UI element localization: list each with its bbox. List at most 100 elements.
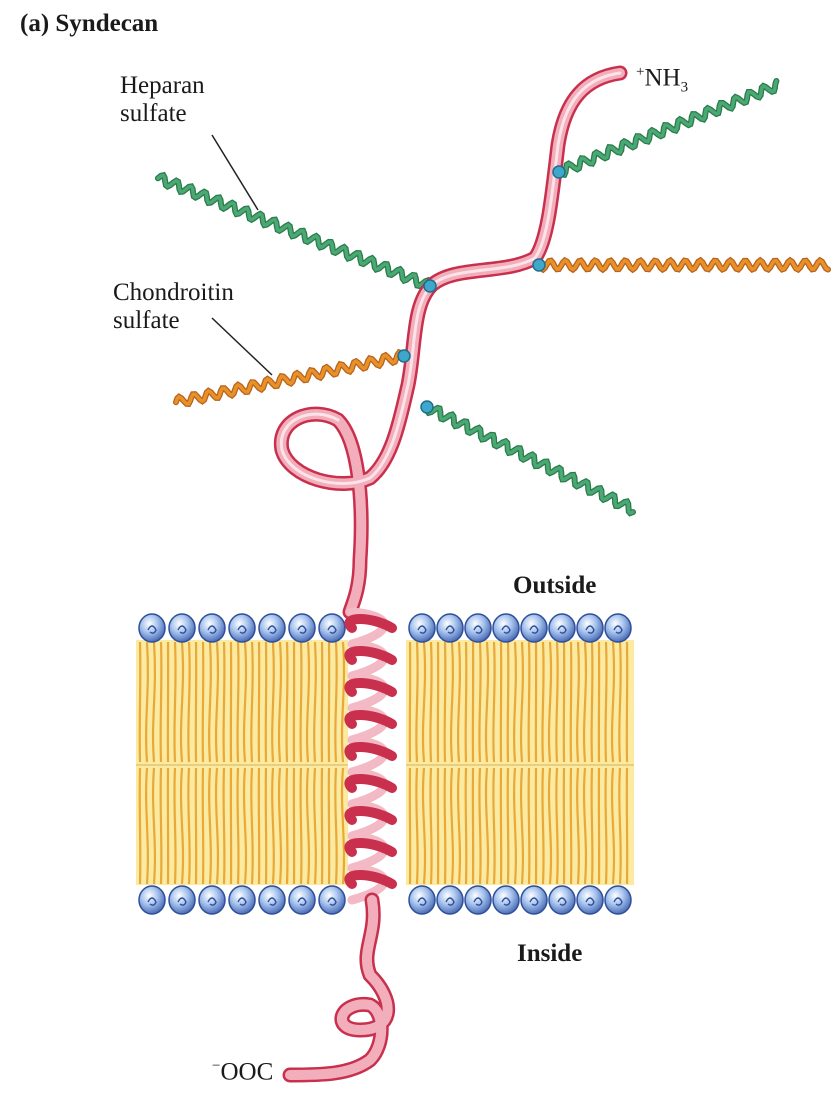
- chondroitin-label-line2: sulfate: [113, 307, 234, 335]
- figure-title: (a) Syndecan: [20, 10, 158, 38]
- lipid-head: [605, 614, 631, 642]
- lipid-head: [465, 886, 491, 914]
- lipid-head: [605, 886, 631, 914]
- lipid-head: [549, 614, 575, 642]
- helix-front-turn: [349, 619, 392, 628]
- lipid-tail: [286, 768, 287, 884]
- lipid-tail: [556, 768, 557, 884]
- helix-front-turn: [349, 811, 392, 820]
- lipid-tail: [203, 642, 204, 762]
- lipid-head: [437, 886, 463, 914]
- lipid-head: [465, 614, 491, 642]
- c-terminus-group: OOC: [220, 1058, 273, 1085]
- lipid-tail: [416, 768, 417, 884]
- lipid-head: [199, 614, 225, 642]
- helix-front-turn: [349, 683, 392, 692]
- n-terminus-subscript: 3: [681, 79, 689, 95]
- lipid-tail: [161, 642, 162, 762]
- lipid-tail: [140, 768, 141, 884]
- core-protein-body: [281, 73, 620, 612]
- c-terminus-label: −OOC: [212, 1058, 273, 1086]
- lipid-tail: [556, 642, 557, 762]
- lipid-tail: [430, 642, 431, 762]
- heparan-label-line2: sulfate: [120, 100, 205, 128]
- n-terminus-group: NH: [644, 64, 680, 91]
- n-terminus-label: +NH3: [636, 64, 688, 96]
- lipid-tail: [266, 768, 267, 884]
- lipid-tail: [479, 642, 480, 762]
- lipid-tail: [161, 768, 162, 884]
- chondroitin-sulfate-chain-fill: [176, 352, 404, 404]
- lipid-tail: [174, 642, 175, 762]
- lipid-tail: [188, 768, 189, 884]
- lipid-head: [409, 614, 435, 642]
- attachment-site: [553, 166, 565, 178]
- lipid-head: [521, 614, 547, 642]
- lipid-tail: [529, 642, 530, 762]
- lipid-tail: [445, 768, 446, 884]
- lipid-tail: [301, 642, 302, 762]
- lipid-head: [493, 614, 519, 642]
- lipid-tail: [445, 642, 446, 762]
- attachment-site: [421, 401, 433, 413]
- lipid-tail: [605, 642, 606, 762]
- lipid-tail: [542, 642, 543, 762]
- lipid-tail: [592, 768, 593, 884]
- lipid-head: [139, 886, 165, 914]
- lipid-head: [169, 886, 195, 914]
- lipid-head: [139, 614, 165, 642]
- chondroitin-sulfate-label: Chondroitin sulfate: [113, 279, 234, 335]
- lipid-head: [437, 614, 463, 642]
- lipid-tail: [266, 642, 267, 762]
- lipid-tail: [301, 768, 302, 884]
- lipid-tail: [493, 768, 494, 884]
- helix-front-turn: [349, 651, 392, 660]
- helix-front-turn: [349, 715, 392, 724]
- attachment-site: [424, 280, 436, 292]
- inside-label: Inside: [517, 940, 582, 968]
- helix-front-turn: [349, 779, 392, 788]
- lipid-head: [259, 614, 285, 642]
- outside-label-text: Outside: [513, 572, 596, 599]
- helix-front-turn: [349, 747, 392, 756]
- lipid-head: [319, 886, 345, 914]
- heparan-label-line1: Heparan: [120, 72, 205, 100]
- lipid-tail: [508, 642, 509, 762]
- lipid-tail: [571, 642, 572, 762]
- lipid-tail: [508, 768, 509, 884]
- lipid-tail: [224, 642, 225, 762]
- lipid-tail: [466, 768, 467, 884]
- lipid-tail: [140, 642, 141, 762]
- chondroitin-label-line1: Chondroitin: [113, 279, 234, 307]
- core-protein-outline: [281, 73, 620, 612]
- lipid-head: [289, 614, 315, 642]
- lipid-tail: [430, 768, 431, 884]
- lipid-head: [259, 886, 285, 914]
- lipid-tail: [322, 768, 323, 884]
- lipid-tail: [188, 642, 189, 762]
- lipid-tail: [322, 642, 323, 762]
- lipid-head: [577, 886, 603, 914]
- lipid-head: [199, 886, 225, 914]
- lipid-tail: [174, 768, 175, 884]
- lipid-tail: [237, 768, 238, 884]
- lipid-head: [549, 886, 575, 914]
- lipid-tail: [493, 642, 494, 762]
- lipid-tail: [479, 768, 480, 884]
- figure-title-text: (a) Syndecan: [20, 10, 158, 37]
- lipid-head: [289, 886, 315, 914]
- gag-chains: [158, 81, 828, 513]
- lipid-tail: [224, 768, 225, 884]
- helix-front-turn: [349, 875, 392, 884]
- lipid-head: [229, 614, 255, 642]
- lipid-tail: [542, 768, 543, 884]
- lipid-head: [229, 886, 255, 914]
- lipid-tail: [571, 768, 572, 884]
- transmembrane-helix: [349, 612, 392, 900]
- helix-front-turn: [349, 843, 392, 852]
- lipid-tail: [529, 768, 530, 884]
- lipid-head: [521, 886, 547, 914]
- lipid-head: [577, 614, 603, 642]
